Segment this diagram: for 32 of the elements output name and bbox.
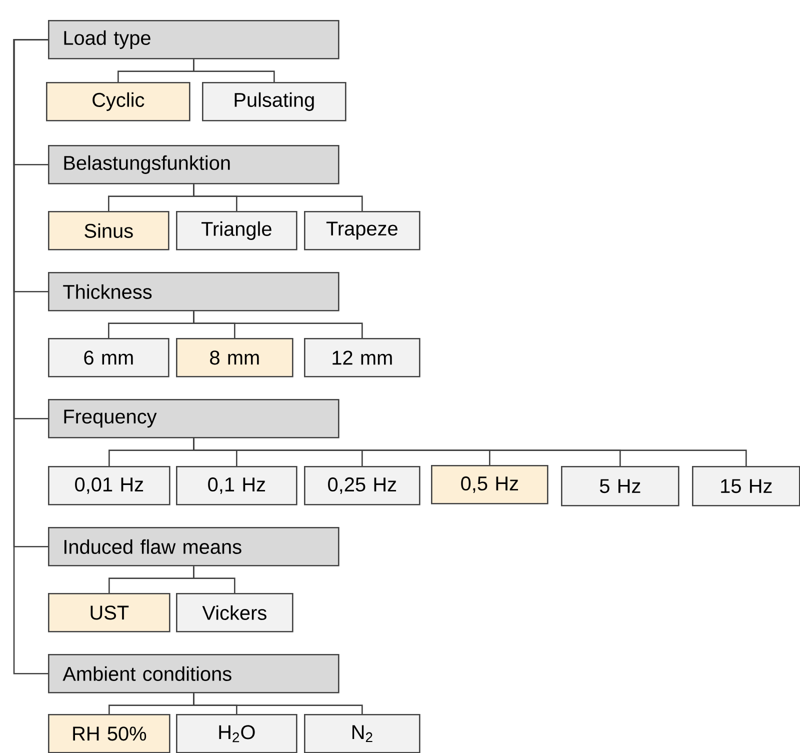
option-box: Pulsating bbox=[202, 82, 346, 122]
connector-line bbox=[193, 566, 236, 593]
connector-line bbox=[193, 59, 275, 82]
option-box: 12 mm bbox=[304, 338, 420, 378]
option-box: N$_{2}$ bbox=[304, 714, 420, 753]
option-box: Trapeze bbox=[304, 211, 420, 250]
category-box: Induced flaw means bbox=[48, 527, 340, 566]
category-box: Thickness bbox=[48, 272, 340, 312]
category-box: Frequency bbox=[48, 399, 340, 438]
option-box: 15 Hz bbox=[692, 466, 800, 506]
highlighted-option-box: Sinus bbox=[48, 211, 170, 250]
highlighted-option-box: UST bbox=[48, 593, 170, 632]
highlighted-option-box: RH 50% bbox=[48, 714, 170, 753]
highlighted-option-box: 0,5 Hz bbox=[431, 465, 548, 504]
option-box: H$_{2}$O bbox=[176, 714, 298, 753]
option-box: Triangle bbox=[176, 211, 298, 250]
category-box: Ambient conditions bbox=[48, 654, 340, 694]
connector-line bbox=[193, 693, 363, 714]
connector-line bbox=[193, 184, 363, 211]
highlighted-option-box: 8 mm bbox=[176, 338, 294, 378]
option-box: 5 Hz bbox=[561, 466, 680, 506]
option-box: 0,01 Hz bbox=[48, 466, 170, 506]
category-box: Belastungsfunktion bbox=[48, 145, 340, 184]
connector-line bbox=[193, 438, 747, 466]
category-box: Load type bbox=[48, 20, 340, 60]
highlighted-option-box: Cyclic bbox=[46, 82, 190, 122]
connector-line bbox=[13, 39, 48, 674]
option-box: 6 mm bbox=[48, 338, 170, 378]
option-box: Vickers bbox=[176, 593, 294, 632]
option-box: 0,1 Hz bbox=[176, 466, 298, 506]
option-box: 0,25 Hz bbox=[304, 466, 420, 506]
connector-line bbox=[193, 311, 363, 338]
